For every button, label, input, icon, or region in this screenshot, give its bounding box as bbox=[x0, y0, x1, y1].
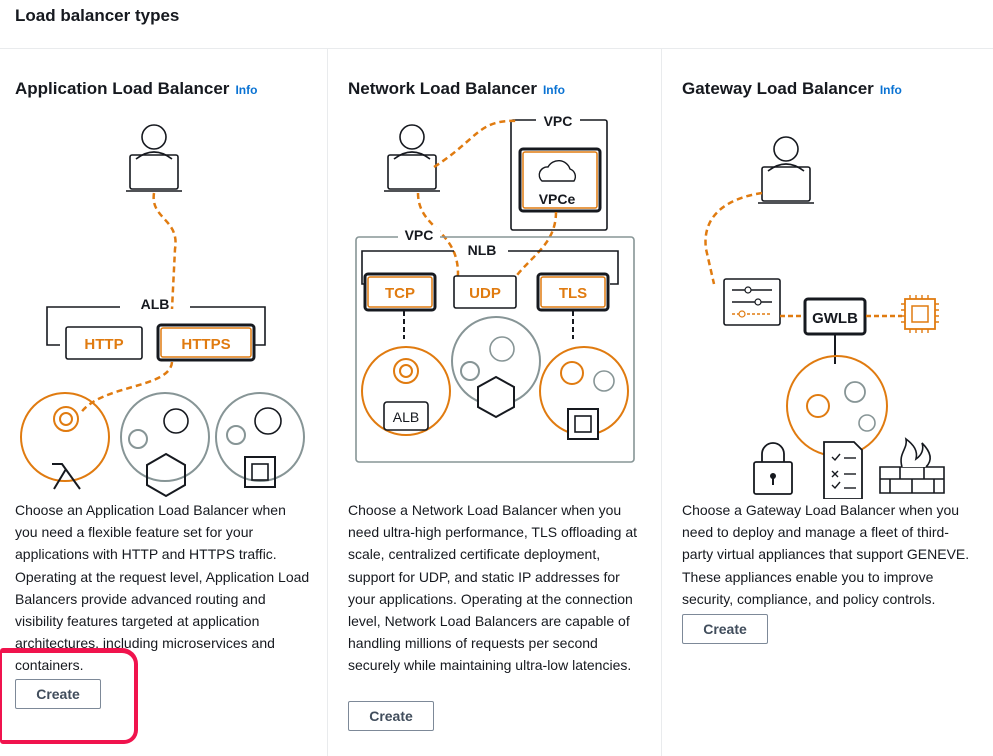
page-header: Load balancer types bbox=[0, 0, 993, 49]
lock-icon bbox=[753, 442, 793, 495]
https-listener-label: HTTPS bbox=[181, 336, 230, 353]
container-target-icon bbox=[451, 316, 541, 419]
chip-icon bbox=[901, 295, 939, 333]
http-listener-box bbox=[65, 326, 143, 360]
appliance-fleet-icon bbox=[786, 355, 888, 457]
nlb-diagram: VPC VPCe VPC NLB TCP UDP TLS bbox=[355, 113, 635, 463]
gwlb-info-link[interactable]: Info bbox=[879, 83, 902, 97]
firewall-icon bbox=[879, 437, 945, 494]
https-listener-box bbox=[156, 323, 256, 362]
tcp-listener-box bbox=[363, 272, 437, 312]
nlb-description: Choose a Network Load Balancer when you … bbox=[348, 502, 638, 674]
container-target-icon bbox=[120, 392, 210, 498]
udp-listener-label: UDP bbox=[469, 285, 501, 302]
alb-target-box bbox=[383, 401, 429, 431]
appliance-rules-icon bbox=[723, 278, 781, 326]
instance-target-icon bbox=[215, 392, 305, 488]
gwlb-diagram: GWLB bbox=[704, 136, 945, 499]
gwlb-description: Choose a Gateway Load Balancer when you … bbox=[682, 502, 970, 607]
http-listener-label: HTTP bbox=[84, 336, 123, 353]
alb-target-label: ALB bbox=[393, 409, 419, 425]
alb-diagram: ALB HTTP HTTPS bbox=[20, 124, 305, 498]
lambda-target-icon bbox=[20, 392, 110, 490]
udp-listener-box bbox=[453, 275, 517, 309]
tcp-listener-label: TCP bbox=[385, 285, 415, 302]
nlb-create-button[interactable]: Create bbox=[348, 701, 434, 731]
highlight-annotation bbox=[0, 648, 138, 744]
alb-description: Choose an Application Load Balancer when… bbox=[15, 502, 310, 674]
vpc-label: VPC bbox=[405, 227, 434, 243]
user-icon bbox=[384, 124, 440, 192]
alb-create-button[interactable]: Create bbox=[15, 679, 101, 709]
alb-group-label: ALB bbox=[141, 296, 170, 312]
alb-info-link[interactable]: Info bbox=[235, 83, 258, 97]
checklist-icon bbox=[823, 441, 863, 499]
user-icon bbox=[758, 136, 814, 204]
vpc-box bbox=[355, 236, 635, 463]
tls-listener-label: TLS bbox=[559, 285, 587, 302]
tls-listener-box bbox=[536, 272, 610, 312]
vpce-label: VPCe bbox=[539, 191, 576, 207]
gwlb-create-button[interactable]: Create bbox=[682, 614, 768, 644]
cloud-icon bbox=[538, 160, 577, 182]
gwlb-group-label: GWLB bbox=[812, 310, 858, 327]
gwlb-box bbox=[803, 297, 867, 336]
user-icon bbox=[126, 124, 182, 192]
alb-target-icon: ALB bbox=[361, 346, 451, 436]
page-title: Load balancer types bbox=[15, 6, 180, 25]
instance-target-icon bbox=[539, 346, 629, 440]
nlb-info-link[interactable]: Info bbox=[542, 83, 565, 97]
vpc-top-label: VPC bbox=[544, 113, 573, 129]
vpce-box bbox=[518, 147, 602, 213]
nlb-group-label: NLB bbox=[468, 242, 497, 258]
